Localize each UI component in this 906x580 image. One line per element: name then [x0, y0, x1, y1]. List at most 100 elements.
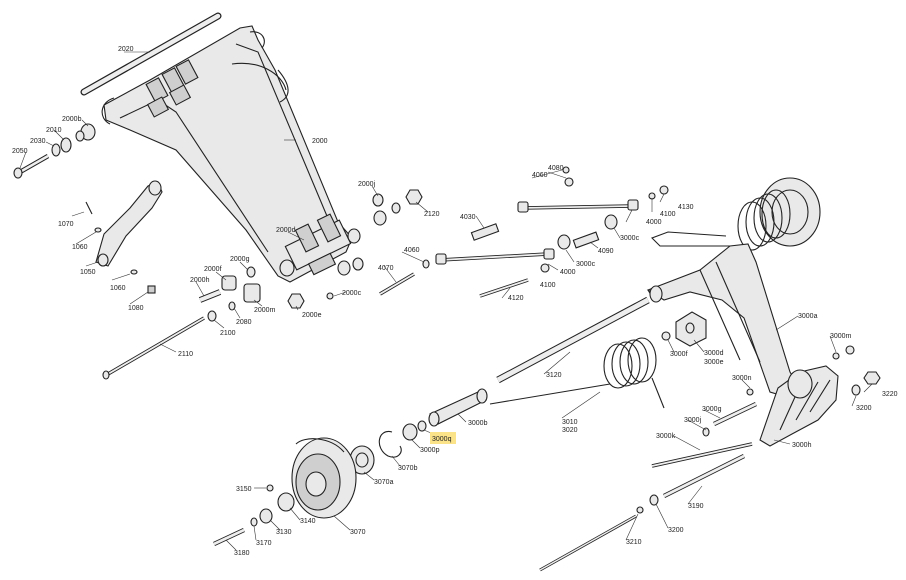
link-rod-assembly — [379, 166, 669, 298]
rear-arm-assembly — [213, 177, 881, 572]
label-1060b: 1060 — [110, 285, 126, 292]
washer-2030 — [51, 143, 61, 157]
label-3000q: 3000q — [432, 436, 452, 443]
label-3200a: 3200 — [856, 405, 872, 412]
bushing-2000m — [243, 283, 261, 303]
label-3000p: 3000p — [420, 447, 440, 454]
bolt-2050 — [13, 154, 50, 179]
washer-1060a — [94, 227, 102, 233]
front-arm-assembly — [13, 12, 423, 380]
tube-3000b — [428, 388, 488, 427]
washer-2080 — [228, 301, 236, 311]
bolt-2000h — [198, 289, 222, 303]
label-4060a: 4060 — [404, 247, 420, 254]
label-3070b: 3070b — [398, 465, 418, 472]
label-3070a: 3070a — [374, 479, 394, 486]
washer-2000g — [246, 266, 256, 278]
label-1050: 1050 — [80, 269, 96, 276]
nut-1080 — [147, 285, 156, 294]
label-1070: 1070 — [58, 221, 74, 228]
label-3000m: 3000m — [830, 333, 852, 340]
washer-3000m — [832, 352, 840, 360]
bushing-3000c-b — [557, 234, 571, 250]
seal-3000q — [417, 420, 427, 432]
washer-3130 — [259, 508, 273, 524]
label-3000b: 3000b — [468, 420, 488, 427]
bolt-3180 — [213, 527, 245, 547]
label-3220: 3220 — [882, 391, 898, 398]
label-4100b: 4100 — [540, 282, 556, 289]
arm-brackets — [145, 59, 199, 118]
label-4080: 4080 — [548, 165, 564, 172]
label-4030: 4030 — [460, 214, 476, 221]
washer-3200b — [649, 494, 659, 506]
nut-2120 — [405, 189, 423, 205]
label-3000a: 3000a — [798, 313, 818, 320]
label-2030: 2030 — [30, 138, 46, 145]
lower-pivot-housing — [279, 213, 361, 277]
label-2080: 2080 — [236, 319, 252, 326]
label-3020: 3020 — [562, 427, 578, 434]
label-2000j: 2000j — [358, 181, 376, 188]
label-2000d: 2000d — [276, 227, 296, 234]
label-2000c: 2000c — [342, 290, 362, 297]
washer-4060a — [422, 259, 430, 269]
label-3170: 3170 — [256, 540, 272, 547]
label-4000b: 4000 — [560, 269, 576, 276]
label-3000h: 3000h — [792, 442, 812, 449]
shaft-3120 — [496, 296, 650, 384]
washer-3200a — [851, 384, 861, 396]
label-2000f: 2000f — [204, 266, 222, 273]
nut-3220 — [863, 371, 881, 385]
label-3150: 3150 — [236, 486, 252, 493]
label-2050: 2050 — [12, 148, 28, 155]
part-labels: 2020 2000 2000b 2010 2030 2050 1070 1060… — [12, 46, 898, 557]
label-3000n: 3000n — [732, 375, 752, 382]
label-3010: 3010 — [562, 419, 578, 426]
link-4000-lower — [435, 248, 555, 265]
label-4070: 4070 — [378, 265, 394, 272]
washer-2100 — [207, 310, 217, 322]
label-4100a: 4100 — [660, 211, 676, 218]
label-3000c-a: 3000c — [620, 235, 640, 242]
cap-3150 — [266, 484, 274, 492]
bushing-3000p — [402, 423, 418, 441]
label-2000m: 2000m — [254, 307, 276, 314]
bolt-4120 — [479, 278, 529, 298]
washer-3170 — [250, 517, 258, 527]
bushing-4090 — [572, 231, 600, 249]
label-3180: 3180 — [234, 550, 250, 557]
bolt-2110 — [102, 316, 205, 380]
washer-3000j — [702, 427, 710, 437]
label-3210: 3210 — [626, 539, 642, 546]
washer-4080 — [564, 177, 574, 187]
washer-3000f — [661, 331, 671, 341]
bushing-3000c-a — [604, 214, 618, 230]
label-3140: 3140 — [300, 518, 316, 525]
washer-1060b — [130, 269, 138, 275]
bushing-2000j — [372, 193, 384, 207]
label-3000d: 3000d — [704, 350, 724, 357]
nut-2000c — [287, 293, 305, 309]
spacer-3140 — [277, 492, 295, 512]
label-2120: 2120 — [424, 211, 440, 218]
label-3000k: 3000k — [656, 433, 676, 440]
label-3120: 3120 — [546, 372, 562, 379]
shaft-3190 — [662, 453, 746, 499]
label-3000j: 3000j — [684, 417, 702, 424]
label-4000a: 4000 — [646, 219, 662, 226]
label-2020: 2020 — [118, 46, 134, 53]
label-4090: 4090 — [598, 248, 614, 255]
leader-lines — [19, 51, 873, 551]
label-3000g: 3000g — [702, 406, 722, 413]
shaft-3000g — [713, 401, 757, 427]
link-4000-upper — [517, 199, 639, 213]
a-arm-2000 — [103, 25, 353, 283]
bolt-3210 — [539, 514, 637, 572]
label-3190: 3190 — [688, 503, 704, 510]
label-4060b: 4060 — [532, 172, 548, 179]
label-3200b: 3200 — [668, 527, 684, 534]
label-3000f: 3000f — [670, 351, 688, 358]
